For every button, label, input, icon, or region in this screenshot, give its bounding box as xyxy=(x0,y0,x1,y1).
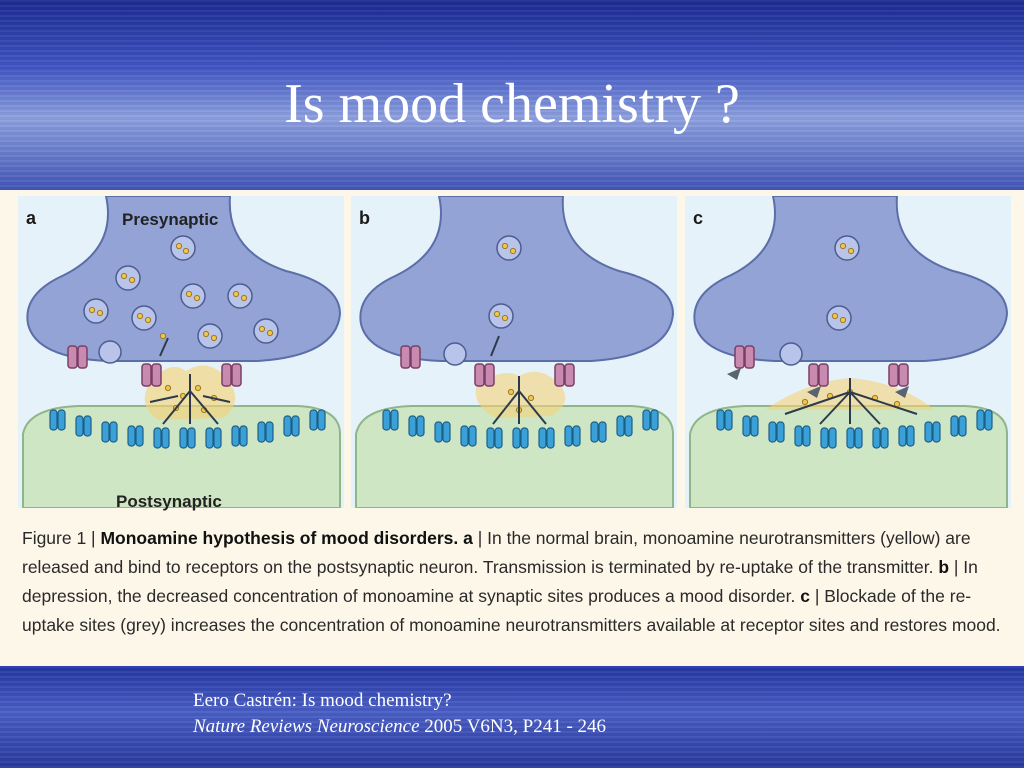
caption-text-a: | In the normal brain, monoamine neurotr… xyxy=(22,528,971,577)
synapse-diagram-b xyxy=(355,196,675,508)
transmitter-cloud xyxy=(475,371,566,418)
vesicles xyxy=(779,235,860,366)
receptors xyxy=(716,409,993,449)
transmission-arrows xyxy=(490,335,547,425)
panel-b: b xyxy=(351,196,677,508)
citation-journal: Nature Reviews Neuroscience xyxy=(193,716,420,737)
caption-letter-b: b xyxy=(938,557,950,577)
receptors xyxy=(382,409,659,449)
caption-figure-label: Figure 1 | xyxy=(22,528,101,548)
vesicles xyxy=(443,235,522,366)
title-band xyxy=(0,0,1024,190)
synapse-diagram-a xyxy=(22,196,342,508)
citation: Eero Castrén: Is mood chemistry? Nature … xyxy=(193,688,606,740)
panel-c: c xyxy=(685,196,1011,508)
receptors xyxy=(49,409,326,449)
panel-letter-b: b xyxy=(359,208,370,228)
caption-letter-a: a xyxy=(463,528,473,548)
reuptake-transporters xyxy=(400,345,575,387)
postsynaptic-label: Postsynaptic xyxy=(116,492,222,511)
slide-title: Is mood chemistry ? xyxy=(284,73,740,135)
blockers xyxy=(727,368,909,398)
citation-details: 2005 V6N3, P241 - 246 xyxy=(419,716,607,737)
citation-band xyxy=(0,666,1024,768)
caption-heading: Monoamine hypothesis of mood disorders. xyxy=(100,528,459,548)
panel-letter-a: a xyxy=(26,208,37,228)
caption-letter-c: c xyxy=(800,586,810,606)
panel-letter-c: c xyxy=(693,208,704,228)
vesicles xyxy=(83,235,279,364)
presynaptic-label: Presynaptic xyxy=(122,210,219,229)
panel-a: a Presynaptic Postsynaptic xyxy=(18,196,344,511)
presynaptic-terminal xyxy=(693,196,1009,362)
caption-text-c: | Blockade of the re-uptake sites (grey)… xyxy=(22,586,1001,635)
citation-line1: Eero Castrén: Is mood chemistry? xyxy=(193,690,452,711)
citation-line2: Nature Reviews Neuroscience 2005 V6N3, P… xyxy=(193,714,606,740)
presynaptic-terminal xyxy=(359,196,675,362)
reuptake-transporters xyxy=(67,345,242,387)
synapse-diagram-c xyxy=(689,196,1009,508)
reuptake-transporters xyxy=(734,345,909,387)
figure-caption: Figure 1 | Monoamine hypothesis of mood … xyxy=(22,524,1012,640)
transmission-arrows xyxy=(784,378,918,425)
caption-text-b: | In depression, the decreased concentra… xyxy=(22,557,978,606)
figure: a Presynaptic Postsynaptic xyxy=(0,190,1024,666)
transmission-arrows xyxy=(149,337,231,425)
transmitter-molecules xyxy=(88,242,274,414)
